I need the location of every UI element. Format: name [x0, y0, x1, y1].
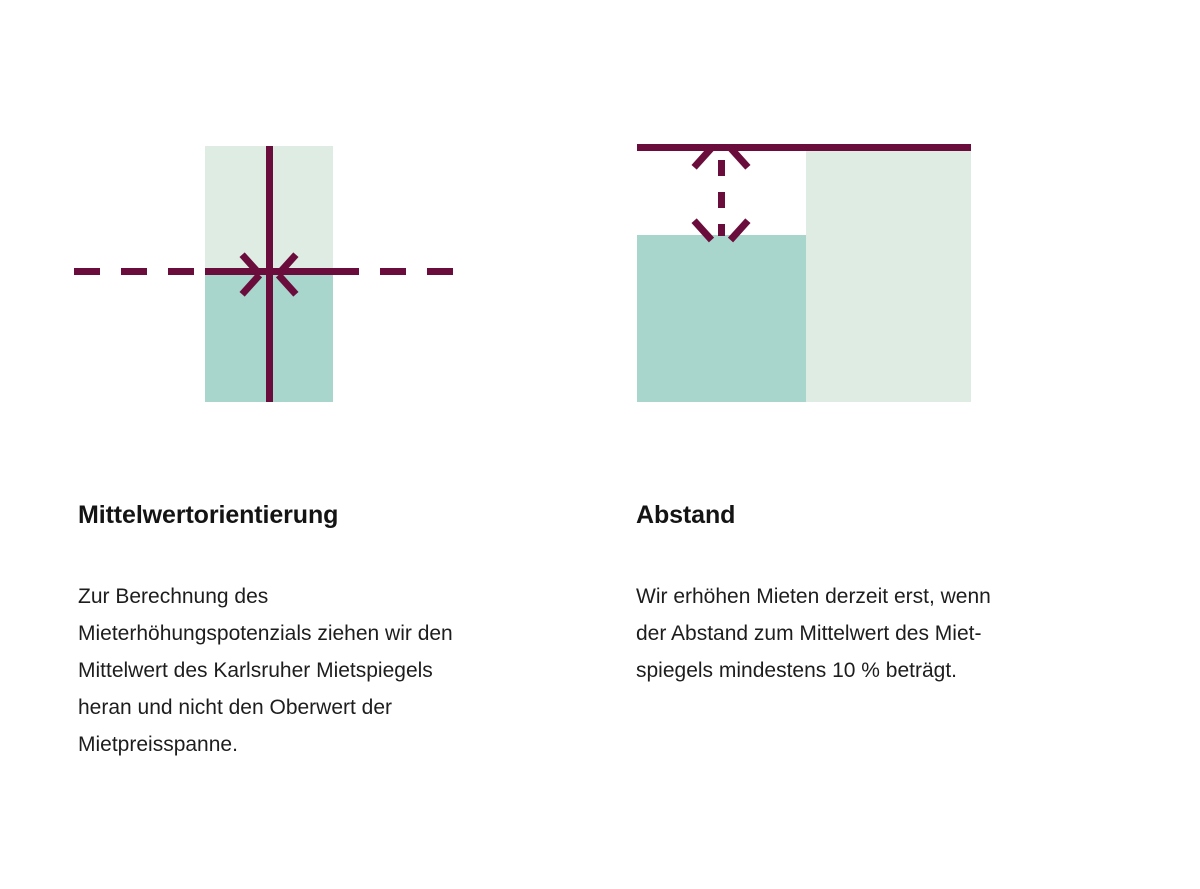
body-line: Mieterhöhungspotenzials ziehen wir den — [78, 622, 453, 645]
page-title-mittelwertorientierung: Mittelwertorientierung — [78, 501, 339, 529]
body-line: spiegels mindestens 10 % beträgt. — [636, 659, 958, 682]
body-line: Mittelwert des Karlsruher Mietspiegels — [78, 659, 433, 682]
distance-diagram — [636, 130, 1116, 420]
page-title-abstand: Abstand — [636, 501, 736, 529]
column-abstand: Abstand Wir erhöhen Mieten derzeit erst,… — [636, 0, 1116, 889]
arrow-down-icon — [691, 214, 751, 243]
body-text-mittelwertorientierung: Zur Berechnung des Mieterhöhungspotenzia… — [78, 578, 520, 763]
body-line: heran und nicht den Oberwert der — [78, 696, 393, 719]
arrow-down-icon — [239, 248, 299, 277]
body-line: der Abstand zum Mittelwert des Miet- — [636, 622, 982, 645]
mean-line-dashed-left — [74, 268, 208, 275]
column-mittelwertorientierung: Mittelwertorientierung Zur Berechnung de… — [74, 0, 558, 889]
body-text-abstand: Wir erhöhen Mieten derzeit erst, wenn de… — [636, 578, 1078, 689]
mean-alignment-diagram — [74, 130, 558, 420]
mean-line-dashed-right — [333, 268, 466, 275]
bar-current-rent — [637, 235, 806, 402]
vertical-axis-line — [266, 146, 273, 402]
bar-upper-value — [806, 148, 971, 402]
distance-measure-dashed-line — [718, 160, 725, 236]
body-line: Wir erhöhen Mieten derzeit erst, wenn — [636, 585, 991, 608]
body-line: Zur Berechnung des — [78, 585, 269, 608]
reference-line-top — [637, 144, 971, 151]
arrow-up-icon — [691, 145, 751, 170]
body-line: Mietpreisspanne. — [78, 733, 238, 756]
arrow-up-icon — [239, 272, 299, 297]
